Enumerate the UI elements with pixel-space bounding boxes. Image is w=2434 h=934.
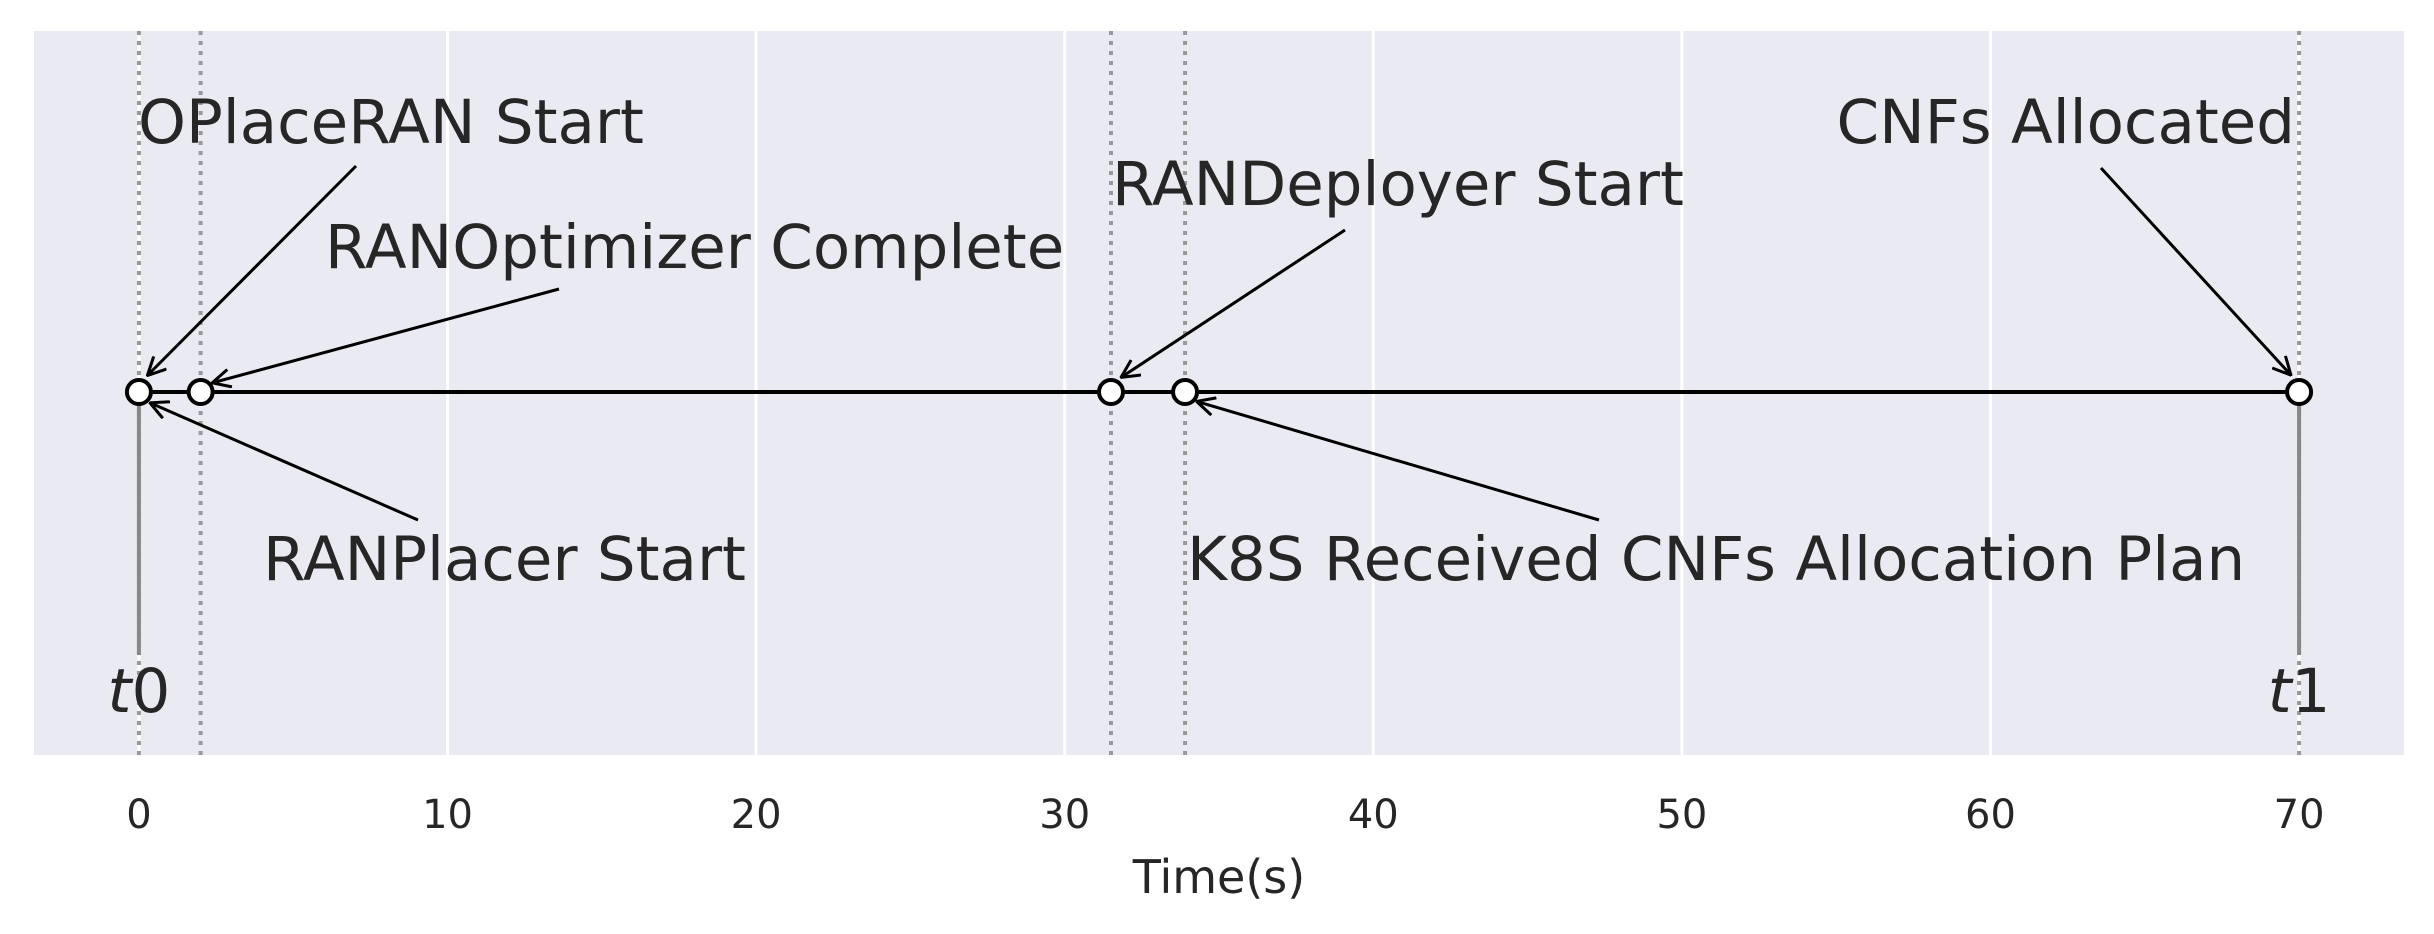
time-markers: t0 t1 — [108, 656, 2331, 727]
x-axis-ticks: 0 10 20 30 40 50 60 70 — [126, 792, 2324, 838]
event-marker — [1096, 378, 1125, 406]
annotation-arrows — [147, 164, 2291, 522]
event-markers — [124, 378, 2314, 406]
event-annotation: CNFs Allocated — [1836, 87, 2295, 158]
event-marker — [124, 378, 153, 406]
x-tick-label: 50 — [1656, 792, 1707, 838]
time-marker-label: t1 — [2268, 656, 2331, 727]
x-tick-label: 70 — [2274, 792, 2325, 838]
x-tick-label: 40 — [1348, 792, 1399, 838]
time-marker-label: t0 — [108, 656, 171, 727]
event-annotation: RANPlacer Start — [263, 524, 746, 595]
x-tick-label: 60 — [1965, 792, 2016, 838]
annotation-arrow — [147, 164, 358, 375]
x-tick-label: 0 — [126, 792, 151, 838]
annotation-arrow — [1121, 228, 1346, 377]
event-marker — [1171, 378, 1200, 406]
annotation-arrow — [1197, 401, 1600, 522]
annotation-arrow — [2099, 166, 2291, 375]
event-annotation: RANOptimizer Complete — [325, 212, 1064, 283]
event-annotation: RANDeployer Start — [1112, 149, 1684, 220]
event-marker — [2285, 378, 2314, 406]
event-annotation: OPlaceRAN Start — [138, 87, 644, 158]
x-tick-label: 30 — [1039, 792, 1090, 838]
x-tick-label: 10 — [422, 792, 473, 838]
annotation-arrow — [150, 403, 419, 522]
annotation-arrow — [212, 287, 560, 383]
event-marker — [186, 378, 215, 406]
event-annotation: K8S Received CNFs Allocation Plan — [1187, 524, 2245, 595]
x-axis-label: Time(s) — [1132, 850, 1305, 904]
x-tick-label: 20 — [731, 792, 782, 838]
